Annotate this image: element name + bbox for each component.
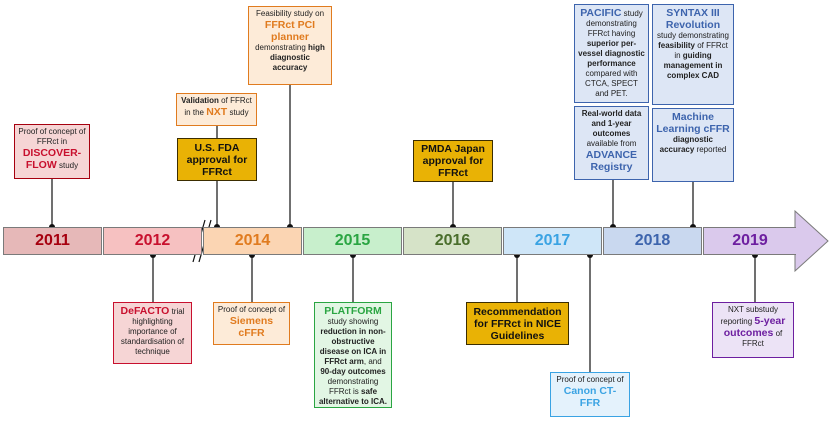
event-defacto: DeFACTO trial highlighting importance of… (113, 302, 192, 364)
event-ffrct-pci-planner: Feasibility study on FFRct PCI planner d… (248, 6, 332, 85)
event-text: Validation (181, 96, 219, 105)
event-text: diagnostic accuracy (659, 135, 713, 154)
study-name: 5-year outcomes (723, 315, 786, 339)
event-nxt-validation: Validation of FFRct in the NXT study (176, 93, 257, 126)
study-name: DISCOVER-FLOW (22, 147, 82, 171)
year-2014: 2014 (203, 227, 302, 255)
timeline-arrowhead (794, 209, 829, 273)
event-text: study (59, 161, 79, 170)
event-advance-registry: Real-world data and 1-year outcomes avai… (574, 106, 649, 180)
study-name: Machine Learning cFFR (656, 111, 730, 135)
year-2019: 2019 (703, 227, 796, 255)
event-text: high diagnostic accuracy (269, 43, 325, 72)
year-2012: 2012 (103, 227, 202, 255)
event-pmda-approval: PMDA Japan approval for FFRct (413, 140, 493, 182)
study-name: FFRct PCI planner (264, 19, 316, 43)
event-text: feasibility (658, 41, 695, 50)
event-text: guiding management in complex CAD (663, 51, 723, 80)
event-text: Feasibility study on (255, 9, 325, 18)
study-name: Siemens cFFR (229, 315, 274, 339)
event-text: superior per-vessel diagnostic performan… (578, 39, 645, 68)
event-text: , and (363, 357, 382, 366)
event-text: U.S. FDA approval for FFRct (186, 141, 248, 178)
event-text: of FFRct in (674, 41, 728, 60)
year-2016: 2016 (403, 227, 502, 255)
study-name: Canon CT-FFR (563, 385, 617, 409)
event-syntax-iii: SYNTAX III Revolution study demonstratin… (652, 4, 734, 105)
event-pacific: PACIFIC study demonstrating FFRct having… (574, 4, 649, 103)
event-text: study demonstrating FFRct having (586, 9, 643, 38)
study-name: PLATFORM (324, 305, 382, 317)
event-text: Proof of concept of FFRct in (18, 127, 86, 146)
event-text: of FFRct (742, 329, 783, 348)
event-fda-approval: U.S. FDA approval for FFRct (177, 138, 257, 181)
event-text: demonstrating FFRct is (327, 377, 379, 396)
event-text: study demonstrating (656, 31, 730, 40)
event-ml-cffr: Machine Learning cFFR diagnostic accurac… (652, 108, 734, 182)
event-platform: PLATFORM study showing reduction in non-… (314, 302, 392, 408)
event-text: 90-day outcomes (320, 367, 386, 376)
event-text: Real-world data and 1-year outcomes (581, 109, 642, 138)
study-name: PACIFIC (580, 7, 622, 19)
event-text: study (229, 108, 249, 117)
event-siemens-cffr: Proof of concept of Siemens cFFR (213, 302, 290, 345)
year-2017: 2017 (503, 227, 602, 255)
event-text: NXT substudy reporting (720, 305, 779, 326)
event-text: compared with CTCA, SPECT and PET. (585, 69, 638, 98)
event-text: Proof of concept of (556, 375, 624, 384)
event-text: available from (586, 139, 637, 148)
event-text: demonstrating (255, 43, 306, 52)
event-text: Recommendation for FFRct in NICE Guideli… (473, 305, 562, 342)
event-text: safe alternative to ICA. (318, 387, 387, 406)
event-text: Proof of concept of (217, 305, 286, 314)
event-text: study showing (327, 317, 379, 326)
event-text: PMDA Japan approval for FFRct (421, 143, 485, 179)
event-text: reduction in non-obstructive disease on … (319, 327, 387, 366)
event-text: trial highlighting importance of standar… (120, 307, 185, 356)
study-name: NXT (206, 106, 228, 118)
event-canon-ct-ffr: Proof of concept of Canon CT-FFR (550, 372, 630, 417)
event-text: reported (696, 145, 727, 154)
event-text: of FFRct in the (184, 96, 252, 117)
year-2011: 2011 (3, 227, 102, 255)
study-name: SYNTAX III Revolution (665, 7, 721, 31)
year-2018: 2018 (603, 227, 702, 255)
event-nxt-5year: NXT substudy reporting 5-year outcomes o… (712, 302, 794, 358)
year-2015: 2015 (303, 227, 402, 255)
event-discover-flow: Proof of concept of FFRct in DISCOVER-FL… (14, 124, 90, 179)
study-name: ADVANCE Registry (585, 149, 638, 173)
study-name: DeFACTO (120, 305, 170, 317)
event-nice-recommendation: Recommendation for FFRct in NICE Guideli… (466, 302, 569, 345)
